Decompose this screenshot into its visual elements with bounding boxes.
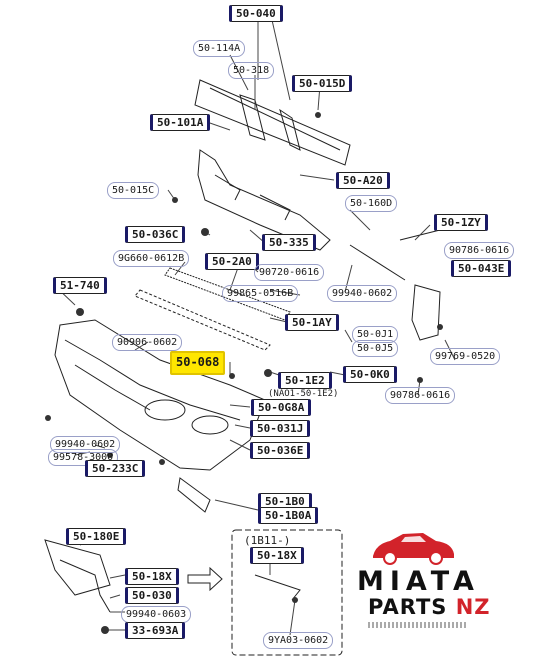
part-label[interactable]: 50-043E <box>451 260 512 277</box>
fastener-icon <box>264 369 272 377</box>
fastener-icon <box>201 228 209 236</box>
fastener-icon <box>292 597 298 603</box>
part-label[interactable]: 33-693A <box>125 622 186 639</box>
part-label[interactable]: 50-015D <box>292 75 353 92</box>
part-label[interactable]: 50-180E <box>66 528 127 545</box>
part-label[interactable]: 50-2A0 <box>205 253 259 270</box>
bumper-reinforcement-shape <box>194 79 351 166</box>
lower-bracket-shape <box>44 539 111 596</box>
variant-box <box>231 529 343 656</box>
part-label[interactable]: 50-160D <box>345 195 398 212</box>
part-label[interactable]: 50-A20 <box>336 172 390 189</box>
license-bracket-shape <box>177 477 211 513</box>
part-label[interactable]: 50-335 <box>262 234 316 251</box>
variant-arrow-icon <box>187 566 223 592</box>
part-label[interactable]: 50-031J <box>250 420 311 437</box>
nao-note: (NAO1-50-1E2) <box>268 389 339 399</box>
part-label[interactable]: 50-015C <box>107 182 160 199</box>
part-label[interactable]: 50-18X <box>125 568 179 585</box>
part-label[interactable]: 50-1E2 <box>278 372 332 389</box>
brand-parts-text: PARTS <box>368 595 448 619</box>
part-label[interactable]: 50-1B0A <box>258 507 319 524</box>
part-label[interactable]: 50-318 <box>228 62 275 79</box>
part-label[interactable]: 99940-0603 <box>121 606 192 623</box>
part-label[interactable]: 90786-0616 <box>385 387 456 404</box>
variant-note: (1B11-) <box>244 534 291 547</box>
part-label[interactable]: 51-740 <box>53 277 107 294</box>
brand-name-line2: PARTS NZ <box>368 595 491 619</box>
part-label[interactable]: 9YA03-0602 <box>263 632 334 649</box>
part-label[interactable]: 50-101A <box>150 114 211 131</box>
fastener-icon <box>45 415 51 421</box>
part-label[interactable]: 90720-0616 <box>254 264 325 281</box>
part-label[interactable]: 50-18X <box>250 547 304 564</box>
part-label[interactable]: 90786-0616 <box>444 242 515 259</box>
bumper-bracket-shape <box>197 149 331 251</box>
part-label[interactable]: 9G660-0612B <box>113 250 190 267</box>
part-label[interactable]: 99940-0602 <box>50 436 121 453</box>
part-label[interactable]: 50-030 <box>125 587 179 604</box>
part-label[interactable]: 99865-0516B <box>222 285 299 302</box>
fastener-icon <box>172 197 178 203</box>
highlighted-part-label[interactable]: 50-068 <box>170 351 226 375</box>
brand-name-line1: MIATA <box>357 566 480 597</box>
bumper-cover-shape <box>54 319 266 471</box>
part-label[interactable]: 50-040 <box>229 5 283 22</box>
part-label[interactable]: 50-233C <box>85 460 146 477</box>
fastener-icon <box>417 377 423 383</box>
part-label[interactable]: 99578-3000 <box>48 449 119 466</box>
part-label[interactable]: 50-0J1 <box>352 326 399 343</box>
part-label[interactable]: 50-0J5 <box>352 340 399 357</box>
miata-car-logo-icon <box>373 533 454 565</box>
part-label[interactable]: 99769-0520 <box>430 348 501 365</box>
fastener-icon <box>315 112 321 118</box>
fastener-icon <box>437 324 443 330</box>
part-label[interactable]: 50-1ZY <box>434 214 488 231</box>
part-label[interactable]: 90906-0602 <box>112 334 183 351</box>
fastener-icon <box>229 373 235 379</box>
side-bracket-shape <box>411 284 441 341</box>
part-label[interactable]: 99940-0602 <box>327 285 398 302</box>
fastener-icon <box>101 626 109 634</box>
absorber-strip-shape <box>164 267 291 321</box>
fastener-icon <box>159 459 165 465</box>
brand-nz-text: NZ <box>455 595 491 619</box>
part-label[interactable]: 50-0K0 <box>343 366 397 383</box>
part-label[interactable]: 50-036C <box>125 226 186 243</box>
part-label[interactable]: 50-0G8A <box>251 399 312 416</box>
part-label[interactable]: 50-1AY <box>285 314 339 331</box>
brand-tagline-decoration <box>368 622 468 628</box>
part-label[interactable]: 50-036E <box>250 442 311 459</box>
part-label[interactable]: 50-114A <box>193 40 246 57</box>
fastener-icon <box>76 308 84 316</box>
